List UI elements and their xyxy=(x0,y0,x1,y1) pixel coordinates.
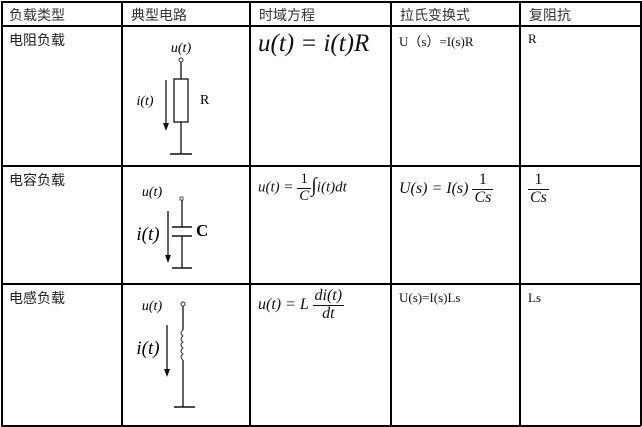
resistor-circuit-diagram: u(t) i(t) R xyxy=(136,41,210,155)
resistor-icon xyxy=(173,78,189,123)
header-time-domain-equation: 时域方程 xyxy=(259,8,315,24)
laplace-transform-resistor: U（s）=I(s)R xyxy=(399,34,474,49)
row-label-resistive-load: 电阻负载 xyxy=(9,33,65,49)
numerator: 1 xyxy=(297,171,312,189)
inductor-circuit-diagram: u(t) i(t) xyxy=(136,299,195,408)
voltage-label: u(t) xyxy=(142,185,163,200)
denominator: C xyxy=(299,187,310,204)
denominator: dt xyxy=(322,304,335,322)
column-divider xyxy=(249,1,251,426)
header-complex-impedance: 复阻抗 xyxy=(529,8,571,24)
impedance-resistor: R xyxy=(528,31,537,46)
row-divider xyxy=(1,283,641,285)
row-divider xyxy=(1,165,641,167)
table-border-right xyxy=(640,1,642,426)
column-divider xyxy=(390,1,392,426)
header-laplace-transform: 拉氏变换式 xyxy=(400,8,470,24)
voltage-label: u(t) xyxy=(142,299,163,314)
row-label-capacitive-load: 电容负载 xyxy=(9,173,65,189)
integral-sign: ∫ xyxy=(311,174,317,197)
capacitor-circuit-diagram: u(t) i(t) C xyxy=(136,185,208,269)
time-domain-equation-inductor: u(t) = L di(t)dt xyxy=(258,287,345,323)
denominator: Cs xyxy=(530,188,547,206)
table-border-bottom xyxy=(1,425,641,427)
laplace-transform-inductor: U(s)=I(s)Ls xyxy=(399,290,461,305)
terminal-icon xyxy=(178,57,184,63)
denominator: Cs xyxy=(474,188,492,206)
element-label: C xyxy=(196,221,208,240)
header-typical-circuit: 典型电路 xyxy=(131,8,187,24)
fraction: di(t)dt xyxy=(312,287,345,323)
voltage-label: u(t) xyxy=(171,41,192,56)
integrand: i(t)dt xyxy=(316,179,347,196)
numerator: 1 xyxy=(472,171,494,190)
terminal-icon xyxy=(180,301,186,307)
header-load-type: 负载类型 xyxy=(9,8,65,24)
equation-lhs: U(s) = I(s) xyxy=(399,179,469,197)
row-label-inductive-load: 电感负载 xyxy=(9,291,65,307)
equation-lhs: u(t) = xyxy=(258,179,294,196)
current-label: i(t) xyxy=(136,94,153,109)
table-border-top xyxy=(1,1,641,3)
header-divider xyxy=(1,25,641,27)
time-domain-equation-resistor: u(t) = i(t)R xyxy=(258,30,370,57)
column-divider xyxy=(121,1,123,426)
table-border-left xyxy=(1,1,3,426)
impedance-inductor: Ls xyxy=(528,290,541,305)
numerator: 1 xyxy=(528,171,549,190)
column-divider xyxy=(519,1,521,426)
current-label: i(t) xyxy=(136,224,159,245)
inductor-coil-icon xyxy=(180,329,184,361)
numerator: di(t) xyxy=(312,287,345,306)
element-label: R xyxy=(200,93,210,108)
equation-lhs: u(t) = L xyxy=(258,295,309,313)
terminal-icon xyxy=(179,196,184,201)
current-label: i(t) xyxy=(136,338,159,359)
